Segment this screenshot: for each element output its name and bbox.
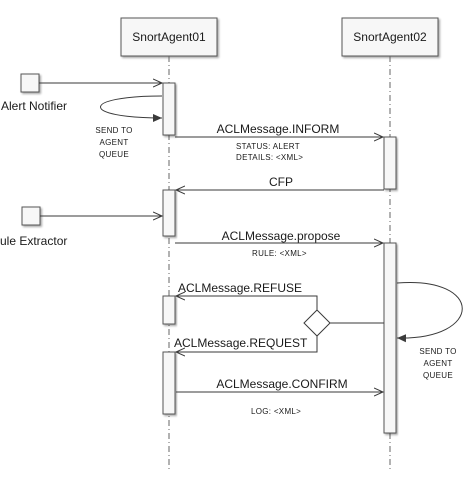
note-right-line3: QUEUE [423,371,453,380]
activation-agent1-d [162,351,176,415]
lifeline-label-agent1: SnortAgent01 [132,30,206,44]
actor-alert-notifier: Alert Notifier [1,73,67,113]
self-loop-right [396,281,463,343]
note-left-line2: AGENT [99,138,128,147]
activation-agent2-a [383,136,397,190]
note-inform-line2: DETAILS: <XML> [236,153,303,162]
lifeline-head-agent2: SnortAgent02 [341,17,439,57]
note-right-line2: AGENT [423,359,452,368]
actor-label-rule-extractor: ule Extractor [0,234,67,248]
branch-refuse [176,296,318,310]
note-left-line3: QUEUE [99,150,129,159]
note-propose: RULE: <XML> [252,249,307,258]
actor-box-alert-notifier [20,73,40,93]
activation-agent1-b [162,189,176,237]
self-loop-left [100,95,163,122]
actor-rule-extractor: ule Extractor [0,206,67,248]
note-left-line1: SEND TO [95,126,132,135]
decision-diamond [303,309,331,337]
activation-agent2-b [383,242,397,434]
activation-agent1-a [162,82,176,136]
lifeline-label-agent2: SnortAgent02 [353,30,427,44]
actor-label-alert-notifier: Alert Notifier [1,99,67,113]
message-label-inform: ACLMessage.INFORM [217,122,340,136]
note-inform-line1: STATUS: ALERT [236,142,300,151]
message-label-confirm: ACLMessage.CONFIRM [216,377,347,391]
message-label-request: ACLMessage.REQUEST [174,336,308,350]
actor-box-rule-extractor [21,206,41,226]
message-label-cfp: CFP [269,175,293,189]
message-label-propose: ACLMessage.propose [222,229,341,243]
branch-request [176,336,318,352]
note-confirm: LOG: <XML> [251,407,301,416]
activation-agent1-c [162,295,176,325]
note-right-line1: SEND TO [419,347,456,356]
message-label-refuse: ACLMessage.REFUSE [178,281,302,295]
lifeline-head-agent1: SnortAgent01 [120,17,218,57]
